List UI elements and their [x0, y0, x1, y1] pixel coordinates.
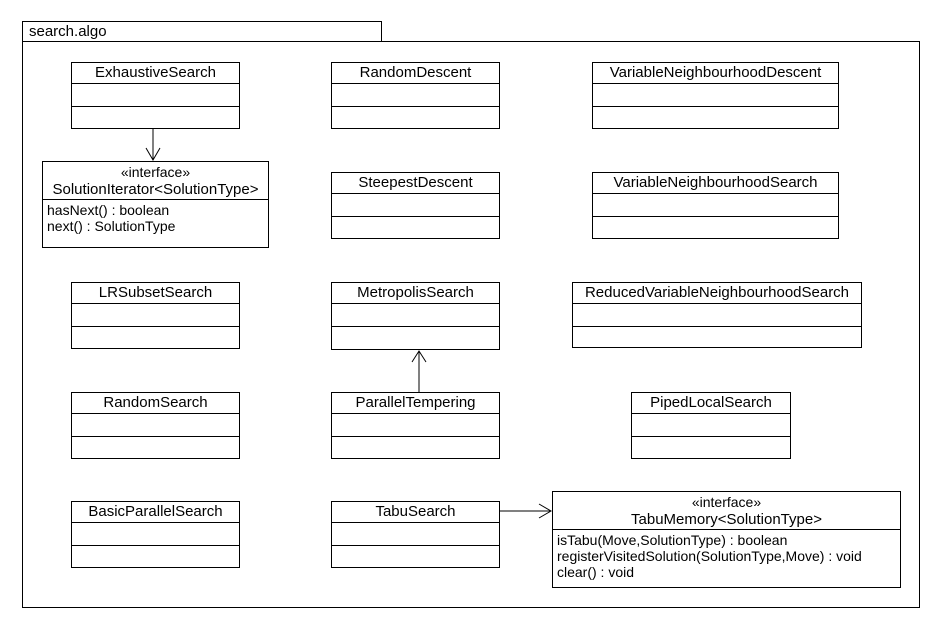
class-name: RandomSearch [103, 394, 208, 411]
class-name: TabuSearch [375, 503, 456, 520]
class-box-metropolis-search[interactable]: MetropolisSearch [331, 282, 500, 350]
class-name: MetropolisSearch [357, 284, 474, 301]
interface-box-tabu-memory[interactable]: «interface» TabuMemory<SolutionType> isT… [552, 491, 901, 588]
class-name: RandomDescent [359, 64, 472, 81]
operations-compartment [72, 436, 239, 458]
operations-compartment [573, 326, 861, 347]
class-box-basic-parallel-search[interactable]: BasicParallelSearch [71, 501, 240, 568]
class-box-piped-local-search[interactable]: PipedLocalSearch [631, 392, 791, 459]
interface-name: TabuMemory<SolutionType> [631, 511, 822, 528]
class-name: ReducedVariableNeighbourhoodSearch [584, 284, 850, 301]
class-name: ExhaustiveSearch [95, 64, 216, 81]
operations-compartment [332, 216, 499, 238]
class-name: PipedLocalSearch [650, 394, 772, 411]
attributes-compartment [332, 413, 499, 436]
class-box-variable-neighbourhood-search[interactable]: VariableNeighbourhoodSearch [592, 172, 839, 239]
attributes-compartment [632, 413, 790, 436]
interface-header: «interface» SolutionIterator<SolutionTyp… [43, 162, 268, 199]
operation-label: next() : SolutionType [47, 218, 176, 234]
stereotype-label: «interface» [120, 164, 191, 180]
attributes-compartment [332, 522, 499, 545]
attributes-compartment [593, 83, 838, 106]
attributes-compartment [332, 303, 499, 326]
attributes-compartment [72, 522, 239, 545]
stereotype-label: «interface» [691, 494, 762, 510]
interface-name: SolutionIterator<SolutionType> [52, 181, 259, 198]
attributes-compartment [72, 303, 239, 326]
class-box-tabu-search[interactable]: TabuSearch [331, 501, 500, 568]
operations-compartment [72, 106, 239, 128]
operations-compartment [332, 326, 499, 349]
operations-compartment [332, 545, 499, 567]
class-name: ParallelTempering [355, 394, 476, 411]
interface-header: «interface» TabuMemory<SolutionType> [553, 492, 900, 529]
operations-compartment: hasNext() : boolean next() : SolutionTyp… [43, 199, 268, 247]
package-tab: search.algo [22, 21, 382, 42]
class-box-random-search[interactable]: RandomSearch [71, 392, 240, 459]
operations-compartment [632, 436, 790, 458]
package-name: search.algo [29, 23, 107, 40]
operation-label: hasNext() : boolean [47, 202, 170, 218]
class-name: BasicParallelSearch [88, 503, 223, 520]
class-box-lr-subset-search[interactable]: LRSubsetSearch [71, 282, 240, 349]
class-name: VariableNeighbourhoodDescent [609, 64, 822, 81]
operations-compartment [72, 545, 239, 567]
class-box-reduced-variable-neighbourhood-search[interactable]: ReducedVariableNeighbourhoodSearch [572, 282, 862, 348]
class-box-random-descent[interactable]: RandomDescent [331, 62, 500, 129]
operation-label: clear() : void [557, 564, 635, 580]
operation-label: isTabu(Move,SolutionType) : boolean [557, 532, 788, 548]
class-box-variable-neighbourhood-descent[interactable]: VariableNeighbourhoodDescent [592, 62, 839, 129]
attributes-compartment [332, 83, 499, 106]
operations-compartment [72, 326, 239, 348]
class-box-exhaustive-search[interactable]: ExhaustiveSearch [71, 62, 240, 129]
attributes-compartment [72, 83, 239, 106]
class-box-steepest-descent[interactable]: SteepestDescent [331, 172, 500, 239]
operations-compartment [593, 216, 838, 238]
attributes-compartment [593, 193, 838, 216]
operations-compartment [332, 436, 499, 458]
operations-compartment [332, 106, 499, 128]
attributes-compartment [573, 303, 861, 326]
class-name: SteepestDescent [358, 174, 473, 191]
operations-compartment [593, 106, 838, 128]
class-box-parallel-tempering[interactable]: ParallelTempering [331, 392, 500, 459]
attributes-compartment [332, 193, 499, 216]
class-name: LRSubsetSearch [98, 284, 213, 301]
class-name: VariableNeighbourhoodSearch [613, 174, 818, 191]
operations-compartment: isTabu(Move,SolutionType) : boolean regi… [553, 529, 900, 587]
operation-label: registerVisitedSolution(SolutionType,Mov… [557, 548, 862, 564]
attributes-compartment [72, 413, 239, 436]
interface-box-solution-iterator[interactable]: «interface» SolutionIterator<SolutionTyp… [42, 161, 269, 248]
